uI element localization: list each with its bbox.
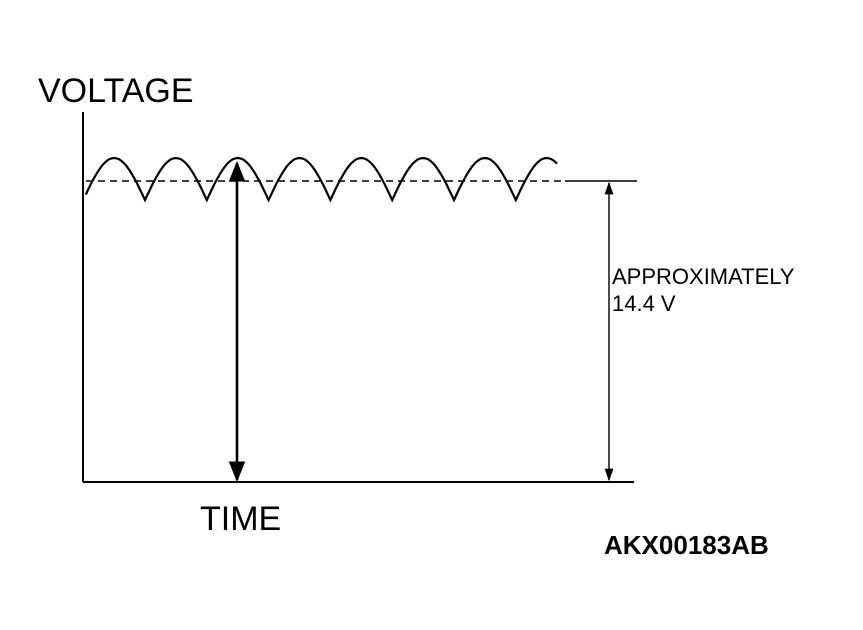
y-axis-title: VOLTAGE <box>38 72 194 110</box>
annotation-voltage-value: 14.4 V <box>612 291 676 316</box>
annotation-approximately: APPROXIMATELY <box>612 264 795 289</box>
figure-code: AKX00183AB <box>604 530 769 560</box>
ripple-waveform <box>84 156 558 203</box>
x-axis-title: TIME <box>200 500 281 538</box>
